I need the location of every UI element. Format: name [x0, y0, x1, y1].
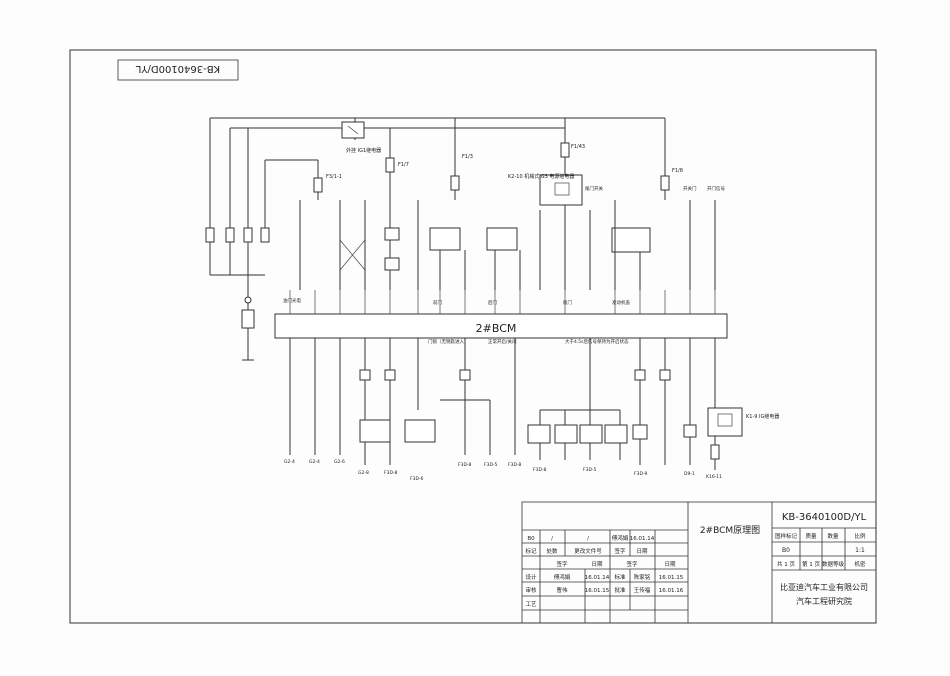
svg-text:K1-9 IG继电器: K1-9 IG继电器: [746, 413, 779, 420]
svg-text:傅鸿娟: 傅鸿娟: [612, 534, 629, 542]
svg-text:门锁（无钥匙进入）: 门锁（无钥匙进入）: [428, 338, 469, 345]
svg-text:比例: 比例: [854, 532, 866, 540]
relay-ig3: [539, 174, 583, 206]
svg-text:KB-3640100D/YL: KB-3640100D/YL: [135, 63, 220, 74]
svg-text:数量: 数量: [827, 532, 839, 540]
svg-text:共 1 页: 共 1 页: [777, 560, 795, 568]
svg-text:F1/8: F1/8: [672, 168, 683, 174]
svg-text:F3D-5: F3D-5: [484, 462, 498, 468]
fuse-f1-8: [660, 175, 670, 191]
relay-group: 外挂 IG1继电器 K2-10 机械式IG3 电源继电器 K1-9 IG继电器: [341, 121, 779, 437]
svg-text:16.01.15: 16.01.15: [585, 588, 610, 594]
title-block: 2#BCM原理图 KB-3640100D/YL 图样标记 质量 数量 比例 B0…: [521, 501, 877, 624]
svg-text:F3D-8: F3D-8: [533, 467, 547, 473]
bcm-module: 2#BCM 门锁（无钥匙进入） 正常开启/关闭 大于4.5s后信号保持为开启状态: [274, 313, 728, 345]
top-labels: 油门光电 前门 后门 尾门 发动机盖 开关门 开门信号 尾门开关: [283, 185, 725, 306]
svg-text:F3D-6: F3D-6: [410, 476, 424, 482]
svg-text:F3D-5: F3D-5: [583, 467, 597, 473]
svg-text:2#BCM: 2#BCM: [476, 322, 517, 335]
rotated-drawing-number: KB-3640100D/YL: [117, 59, 239, 81]
svg-text:签字: 签字: [626, 560, 638, 568]
svg-text:大于4.5s后信号保持为开启状态: 大于4.5s后信号保持为开启状态: [565, 338, 629, 345]
svg-text:16.01.14: 16.01.14: [630, 536, 655, 542]
svg-text:G2-6: G2-6: [334, 459, 345, 465]
svg-text:/: /: [587, 536, 589, 542]
svg-text:王传福: 王传福: [634, 586, 651, 594]
svg-text:后门: 后门: [488, 299, 497, 306]
svg-text:质量: 质量: [805, 532, 817, 540]
svg-text:陈家铭: 陈家铭: [634, 573, 651, 581]
svg-text:F3D-9: F3D-9: [634, 471, 648, 477]
svg-text:日期: 日期: [591, 561, 603, 568]
svg-text:数据等级: 数据等级: [822, 560, 845, 568]
left-ground-column: [209, 242, 265, 361]
svg-text:标准: 标准: [614, 573, 626, 581]
svg-text:标记: 标记: [525, 547, 537, 555]
svg-text:尾门: 尾门: [563, 299, 572, 306]
svg-text:F3D-8: F3D-8: [458, 462, 472, 468]
svg-text:16.01.16: 16.01.16: [659, 588, 684, 594]
svg-text:签字: 签字: [556, 560, 568, 568]
svg-text:批准: 批准: [614, 586, 626, 594]
bcm-body: [274, 313, 728, 339]
svg-text:16.01.15: 16.01.15: [659, 575, 684, 581]
svg-text:KB-3640100D/YL: KB-3640100D/YL: [782, 512, 867, 523]
svg-text:G2-8: G2-8: [358, 470, 369, 476]
svg-text:审核: 审核: [525, 586, 537, 594]
svg-text:签字: 签字: [614, 547, 626, 555]
svg-text:F1/43: F1/43: [571, 144, 585, 150]
svg-text:F1/7: F1/7: [398, 162, 409, 168]
connector-codes: G2-4 G2-4 G2-6 G2-8 F3D-8 F3D-6 F3D-8 F3…: [284, 459, 722, 482]
svg-text:1:1: 1:1: [855, 547, 865, 554]
svg-text:开关门: 开关门: [683, 185, 697, 192]
svg-text:机密: 机密: [854, 560, 866, 568]
svg-text:2#BCM原理图: 2#BCM原理图: [700, 525, 760, 536]
svg-text:外挂 IG1继电器: 外挂 IG1继电器: [346, 147, 381, 154]
fuse-f1-7: [385, 157, 395, 173]
svg-text:曹伟: 曹伟: [556, 586, 568, 594]
svg-text:工艺: 工艺: [525, 601, 537, 608]
svg-text:G2-4: G2-4: [284, 459, 295, 465]
fuse-f1-43: [560, 142, 570, 158]
upper-switch-blocks: [299, 200, 716, 290]
svg-text:开门信号: 开门信号: [707, 185, 725, 192]
svg-text:K2-10 机械式IG3 电源继电器: K2-10 机械式IG3 电源继电器: [508, 173, 574, 180]
svg-text:G2-4: G2-4: [309, 459, 320, 465]
fuse-group: F1/7 F1/3 F1/43 F1/8 F3/1-1: [205, 142, 683, 243]
svg-text:前门: 前门: [433, 299, 442, 306]
relay-ig-k1-9: [707, 407, 743, 437]
fuse-f1-3: [450, 175, 460, 191]
svg-text:F1/3: F1/3: [462, 154, 473, 160]
svg-text:更改文件号: 更改文件号: [574, 547, 602, 555]
fuse-f3-1: [313, 177, 323, 193]
svg-text:日期: 日期: [636, 548, 648, 555]
svg-text:D9-1: D9-1: [684, 471, 695, 477]
svg-text:日期: 日期: [664, 561, 676, 568]
svg-text:尾门开关: 尾门开关: [585, 185, 603, 192]
svg-text:F3D-8: F3D-8: [384, 470, 398, 476]
svg-text:油门光电: 油门光电: [283, 297, 301, 304]
svg-text:傅鸿娟: 傅鸿娟: [554, 573, 571, 581]
svg-text:K16-11: K16-11: [706, 474, 722, 480]
svg-text:F3D-8: F3D-8: [508, 462, 522, 468]
svg-text:设计: 设计: [525, 573, 537, 581]
bcm-top-pins: [289, 290, 716, 314]
svg-text:图样标记: 图样标记: [775, 532, 798, 540]
svg-text:处数: 处数: [546, 547, 558, 555]
svg-text:比亚迪汽车工业有限公司: 比亚迪汽车工业有限公司: [780, 582, 868, 592]
svg-text:B0: B0: [527, 536, 535, 542]
svg-text:正常开启/关闭: 正常开启/关闭: [488, 338, 517, 345]
outer-frame: [69, 49, 877, 624]
svg-text:第 1 页: 第 1 页: [802, 560, 820, 568]
svg-text:/: /: [551, 536, 553, 542]
svg-text:16.01.14: 16.01.14: [585, 575, 610, 581]
svg-text:发动机盖: 发动机盖: [612, 299, 630, 306]
svg-text:F3/1-1: F3/1-1: [326, 174, 342, 180]
lower-components: [359, 369, 720, 460]
svg-text:汽车工程研究院: 汽车工程研究院: [796, 596, 852, 606]
svg-text:B0: B0: [782, 547, 790, 554]
